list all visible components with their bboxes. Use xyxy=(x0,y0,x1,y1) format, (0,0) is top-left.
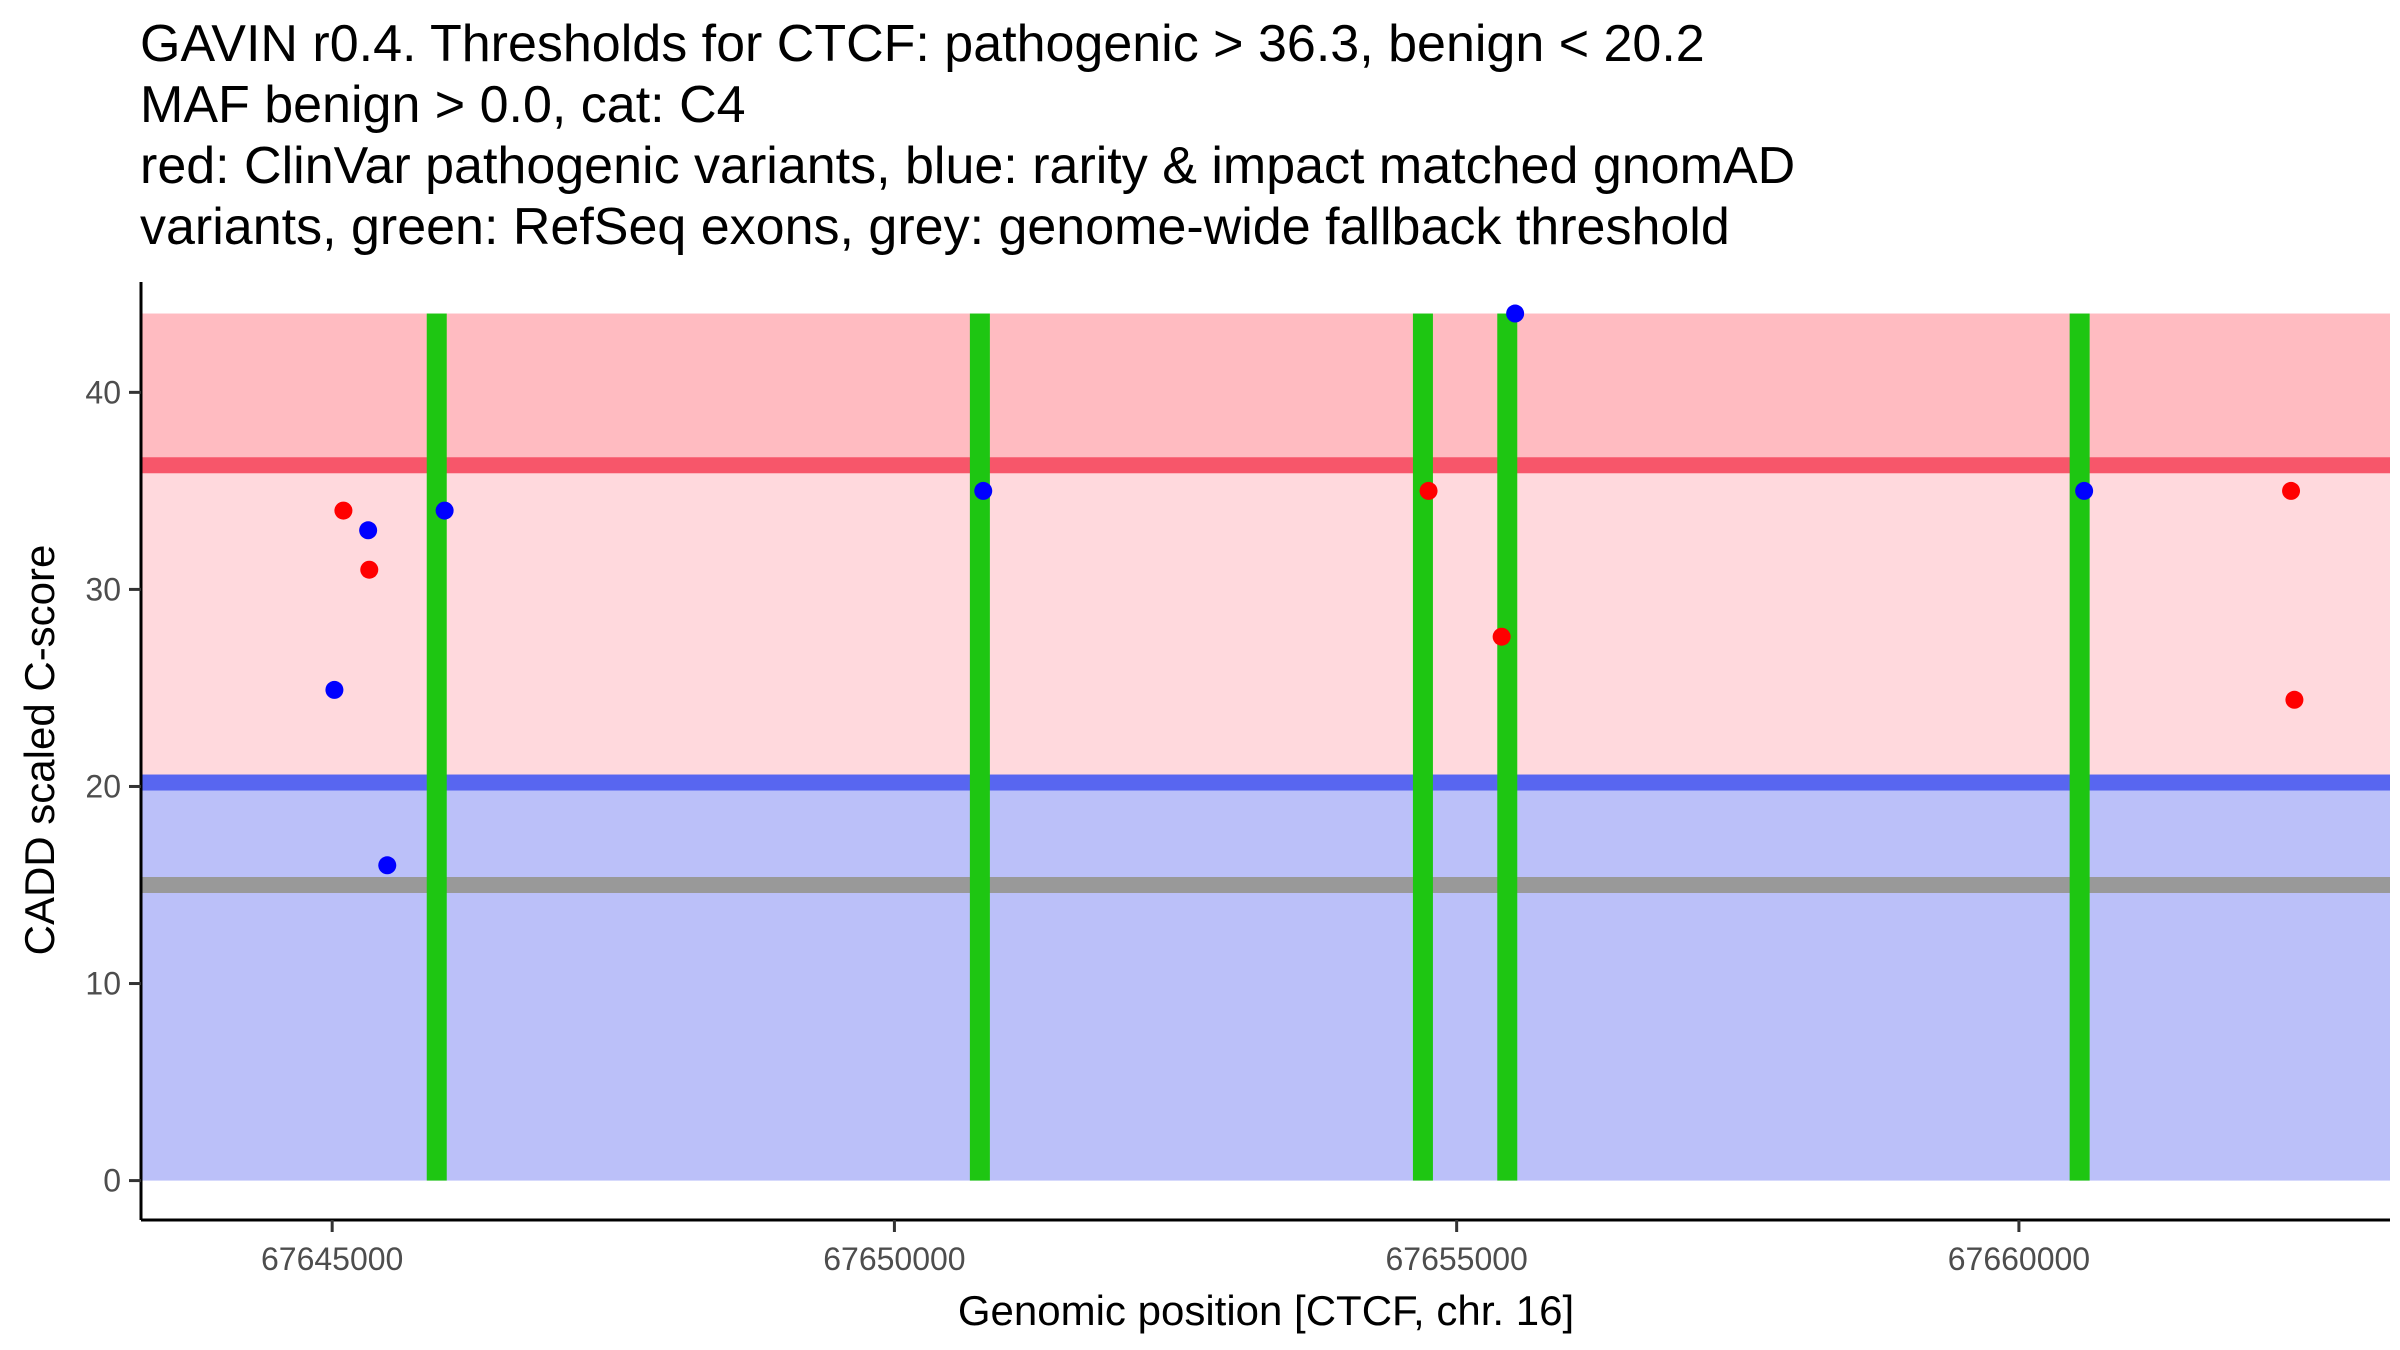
exon-bar-0 xyxy=(426,313,447,1181)
gnomad-point-0 xyxy=(325,680,344,699)
gnomad-point-1 xyxy=(359,521,378,540)
clinvar-point-5 xyxy=(2285,690,2304,709)
clinvar-point-3 xyxy=(1492,627,1511,646)
threshold-line-2 xyxy=(141,877,2390,893)
x-tick-label-2: 67655000 xyxy=(1385,1241,1527,1277)
y-tick-label-0: 0 xyxy=(103,1163,121,1199)
threshold-line-1 xyxy=(141,774,2390,791)
threshold-lines xyxy=(141,457,2390,893)
y-tick-label-2: 20 xyxy=(85,768,121,804)
y-tick-label-1: 10 xyxy=(85,966,121,1002)
clinvar-point-4 xyxy=(2282,481,2301,500)
x-tick-label-0: 67645000 xyxy=(261,1241,403,1277)
axes: 0 10 20 30 40 67645000 67650000 67655000 6766000… xyxy=(85,282,2390,1277)
region-0 xyxy=(141,313,2390,466)
threshold-regions xyxy=(141,313,2390,1181)
clinvar-point-0 xyxy=(334,501,353,520)
title-line-1: GAVIN r0.4. Thresholds for CTCF: pathoge… xyxy=(140,15,1705,73)
region-1 xyxy=(141,465,2390,783)
gnomad-point-4 xyxy=(974,481,993,500)
chart-title: GAVIN r0.4. Thresholds for CTCF: pathoge… xyxy=(140,14,2380,258)
title-line-4: variants, green: RefSeq exons, grey: gen… xyxy=(140,198,1730,256)
exon-bar-4 xyxy=(2069,313,2090,1181)
clinvar-point-2 xyxy=(1419,481,1438,500)
exon-bar-3 xyxy=(1497,313,1518,1181)
exon-bar-1 xyxy=(969,313,990,1181)
y-tick-label-3: 30 xyxy=(85,571,121,607)
x-tick-label-3: 67660000 xyxy=(1948,1241,2090,1277)
title-line-3: red: ClinVar pathogenic variants, blue: … xyxy=(140,137,1796,195)
title-line-2: MAF benign > 0.0, cat: C4 xyxy=(140,76,746,134)
variant-points xyxy=(325,304,2304,875)
exon-bar-2 xyxy=(1412,313,1433,1181)
x-tick-label-1: 67650000 xyxy=(823,1241,965,1277)
exon-bars xyxy=(426,313,2090,1181)
gnomad-point-5 xyxy=(1506,304,1525,323)
gnomad-point-6 xyxy=(2075,481,2094,500)
x-axis-title: Genomic position [CTCF, chr. 16] xyxy=(958,1287,1574,1334)
gnomad-point-2 xyxy=(378,856,397,875)
gnomad-point-3 xyxy=(435,501,454,520)
region-2 xyxy=(141,782,2390,1181)
clinvar-point-1 xyxy=(360,560,379,579)
y-tick-label-4: 40 xyxy=(85,374,121,410)
threshold-line-0 xyxy=(141,457,2390,474)
y-axis-title: CADD scaled C-score xyxy=(16,545,63,956)
